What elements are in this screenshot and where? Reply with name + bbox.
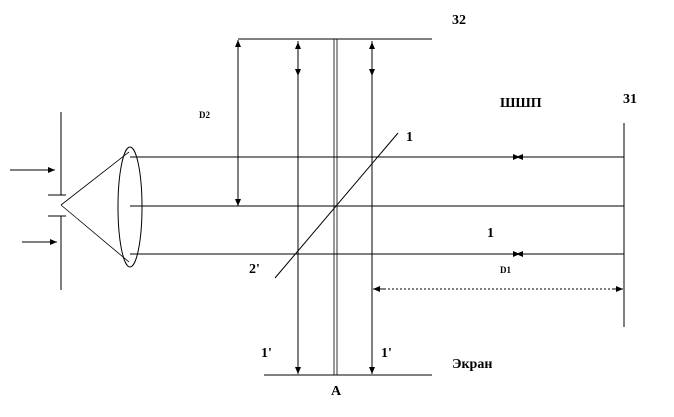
- label-mirror-31: 31: [623, 92, 637, 107]
- cone-ray-upper: [60, 151, 130, 206]
- label-point-a: A: [331, 384, 342, 399]
- label-mirror-32: 32: [452, 13, 466, 28]
- beam-cone: [60, 151, 130, 263]
- label-beam-1-upper: 1: [406, 130, 413, 145]
- label-beam-2-prime: 2': [249, 262, 260, 277]
- label-d2: D2: [199, 110, 210, 120]
- label-beam-1-lower: 1: [487, 226, 494, 241]
- light-source: [10, 112, 66, 290]
- label-interferometer: ШШП: [500, 96, 542, 111]
- label-screen: Экран: [452, 357, 492, 372]
- vertical-beams: [295, 39, 375, 375]
- cone-ray-lower: [60, 204, 130, 263]
- label-beam-1-prime-left: 1': [261, 346, 272, 361]
- beam-splitter: [274, 132, 399, 279]
- label-beam-1-prime-right: 1': [381, 346, 392, 361]
- label-d1: D1: [500, 265, 511, 275]
- beams: [130, 154, 624, 257]
- lens: [117, 146, 143, 268]
